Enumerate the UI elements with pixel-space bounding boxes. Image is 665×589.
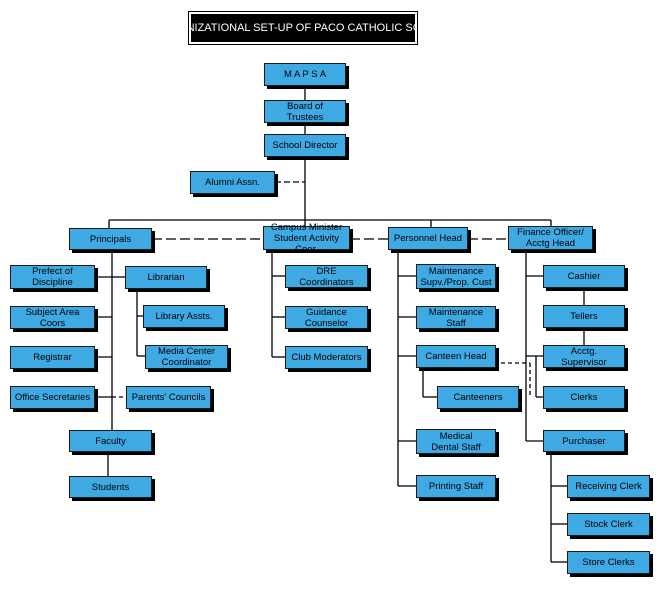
node-canteeners: Canteeners	[437, 386, 519, 409]
node-faculty: Faculty	[69, 430, 152, 452]
node-cashier: Cashier	[543, 265, 625, 288]
node-dre-coordinators: DRE Coordinators	[285, 265, 368, 288]
node-librarian: Librarian	[125, 266, 207, 289]
node-campus-minister: Campus Minister Student Activity Coor.	[263, 222, 350, 255]
node-guidance-counselor: Guidance Counselor	[285, 306, 368, 329]
node-maintenance-supv: Maintenance Supv./Prop. Cust	[416, 264, 496, 289]
node-students: Students	[69, 476, 152, 498]
node-purchaser: Purchaser	[543, 430, 625, 452]
node-mapsa: M A P S A	[264, 63, 346, 86]
node-media-center-coordinator: Media Center Coordinator	[145, 345, 228, 369]
node-club-moderators: Club Moderators	[285, 346, 368, 369]
node-parents-councils: Parents' Councils	[126, 386, 211, 409]
node-board-of-trustees: Board of Trustees	[264, 100, 346, 123]
node-personnel-head: Personnel Head	[388, 227, 468, 250]
node-stock-clerk: Stock Clerk	[567, 513, 650, 536]
node-school-director: School Director	[264, 134, 346, 157]
node-finance-officer: Finance Officer/ Acctg Head	[508, 226, 593, 250]
chart-title: ORGANIZATIONAL SET-UP OF PACO CATHOLIC S…	[154, 11, 452, 45]
node-registrar: Registrar	[10, 346, 95, 369]
node-store-clerks: Store Clerks	[567, 551, 650, 574]
node-medical-dental-staff: Medical Dental Staff	[416, 429, 496, 454]
node-office-secretaries: Office Secretaries	[10, 386, 95, 409]
node-receiving-clerk: Receiving Clerk	[567, 475, 650, 498]
node-alumni-assn: Alumni Assn.	[190, 171, 275, 194]
node-library-assts: Library Assts.	[143, 305, 225, 328]
node-principals: Principals	[69, 228, 152, 250]
node-canteen-head: Canteen Head	[416, 345, 496, 368]
node-clerks: Clerks	[543, 386, 625, 409]
node-prefect-of-discipline: Prefect of Discipline	[10, 265, 95, 289]
node-tellers: Tellers	[543, 305, 625, 328]
node-maintenance-staff: Maintenance Staff	[416, 306, 496, 329]
node-subject-area-coors: Subject Area Coors	[10, 306, 95, 329]
node-printing-staff: Printing Staff	[416, 475, 496, 498]
node-acctg-supervisor: Acctg. Supervisor	[543, 345, 625, 368]
